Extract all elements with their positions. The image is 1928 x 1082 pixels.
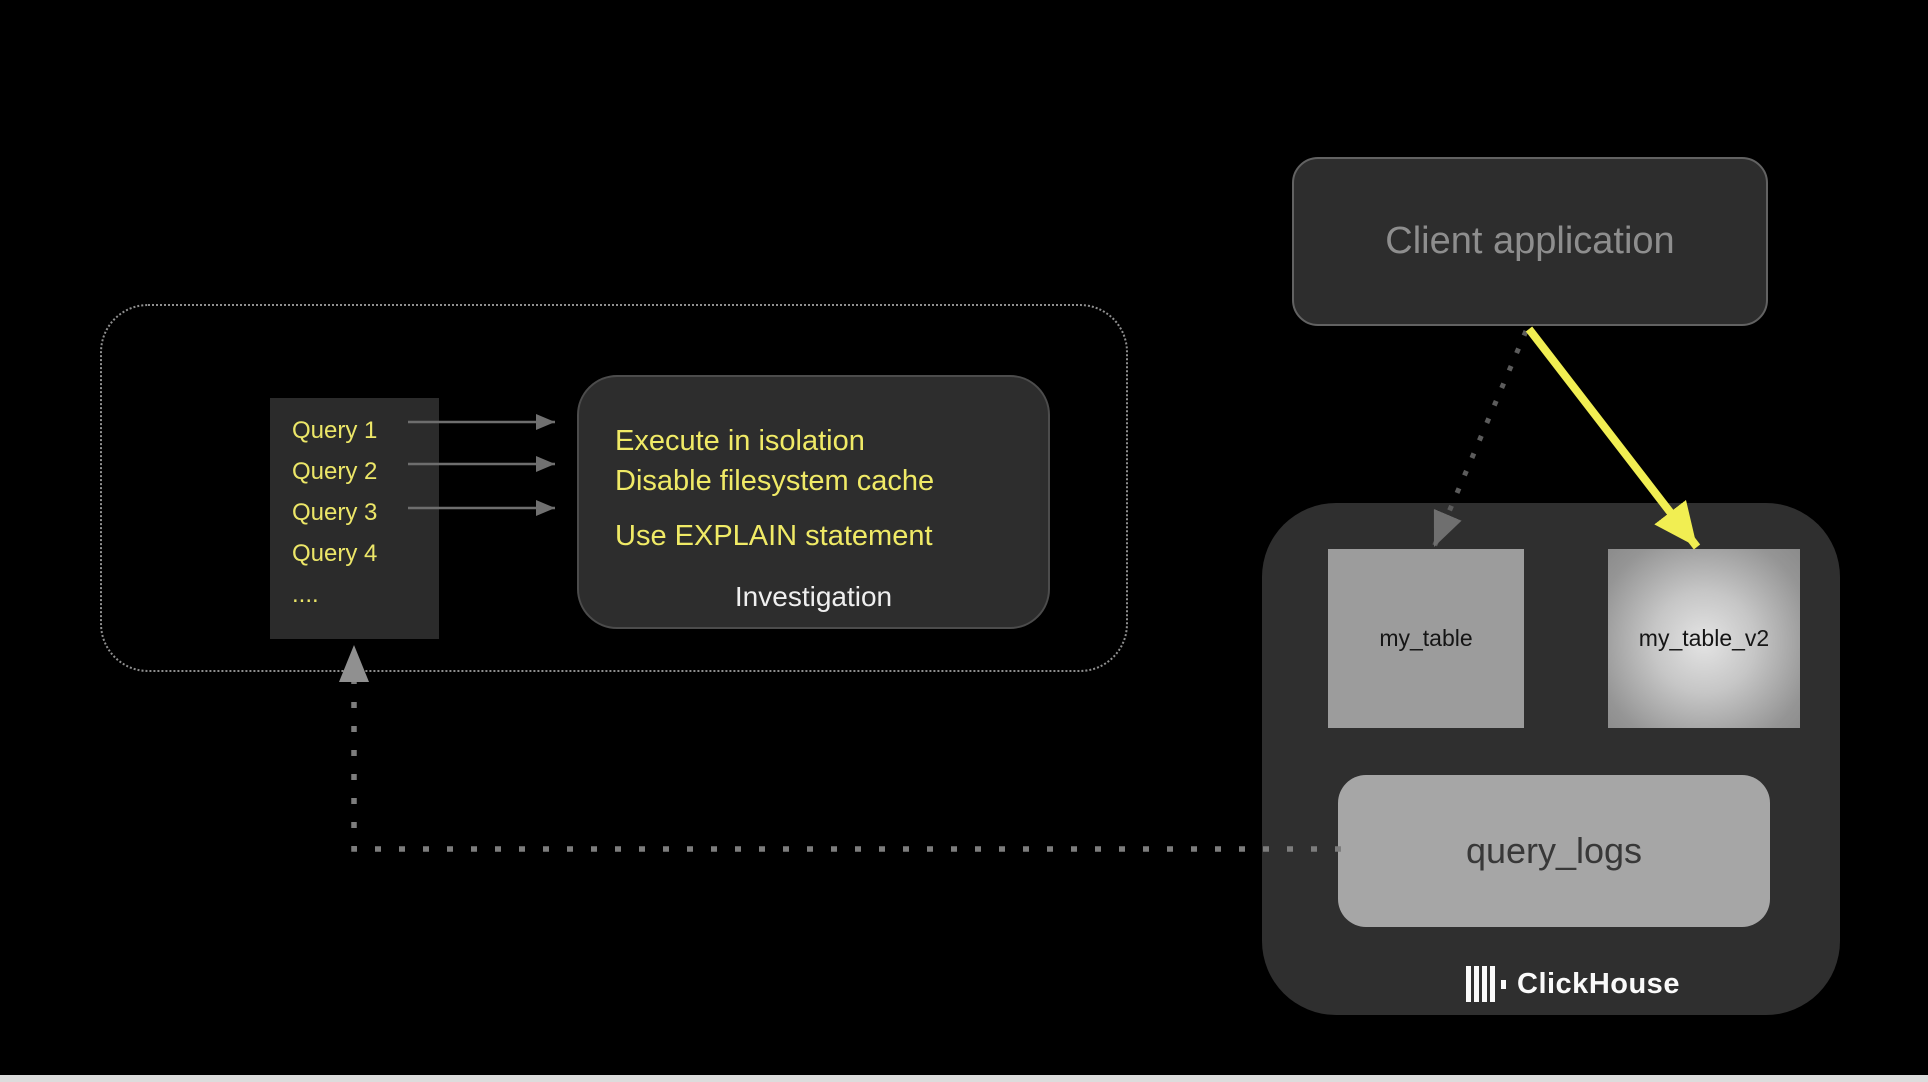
my-table-label: my_table	[1379, 625, 1473, 651]
bottom-edge-strip	[0, 1075, 1928, 1082]
investigation-box-title: Investigation	[734, 581, 893, 612]
querylogs-to-querylist-dashed-arrow	[339, 645, 1341, 852]
my-table-box: my_table	[1328, 549, 1524, 728]
query-list-item: Query 4	[292, 540, 378, 567]
client-application-box: Client application	[1292, 157, 1768, 326]
query-list-item: Query 3	[292, 499, 378, 526]
query-list-item-ellipsis: ....	[292, 581, 319, 608]
investigation-tips: Execute in isolation Disable filesystem …	[615, 421, 934, 556]
investigation-box: Execute in isolation Disable filesystem …	[577, 375, 1050, 629]
tip-line: Disable filesystem cache	[615, 465, 935, 497]
query-list-item: Query 1	[292, 417, 378, 444]
clickhouse-brand-label: ClickHouse	[1517, 967, 1680, 1000]
client-application-label: Client application	[1385, 220, 1675, 262]
my-table-v2-label: my_table_v2	[1638, 625, 1770, 651]
clickhouse-bars-icon	[1466, 966, 1506, 1002]
my-table-v2-box: my_table_v2	[1608, 549, 1800, 728]
clickhouse-logo: ClickHouse	[1466, 964, 1680, 1004]
tip-line: Execute in isolation	[615, 425, 865, 457]
query-list-box: Query 1 Query 2 Query 3 Query 4 ....	[270, 398, 439, 639]
query-logs-box: query_logs	[1338, 775, 1770, 927]
tip-line: Use EXPLAIN statement	[615, 520, 933, 552]
query-list-item: Query 2	[292, 458, 378, 485]
query-logs-label: query_logs	[1465, 830, 1643, 871]
